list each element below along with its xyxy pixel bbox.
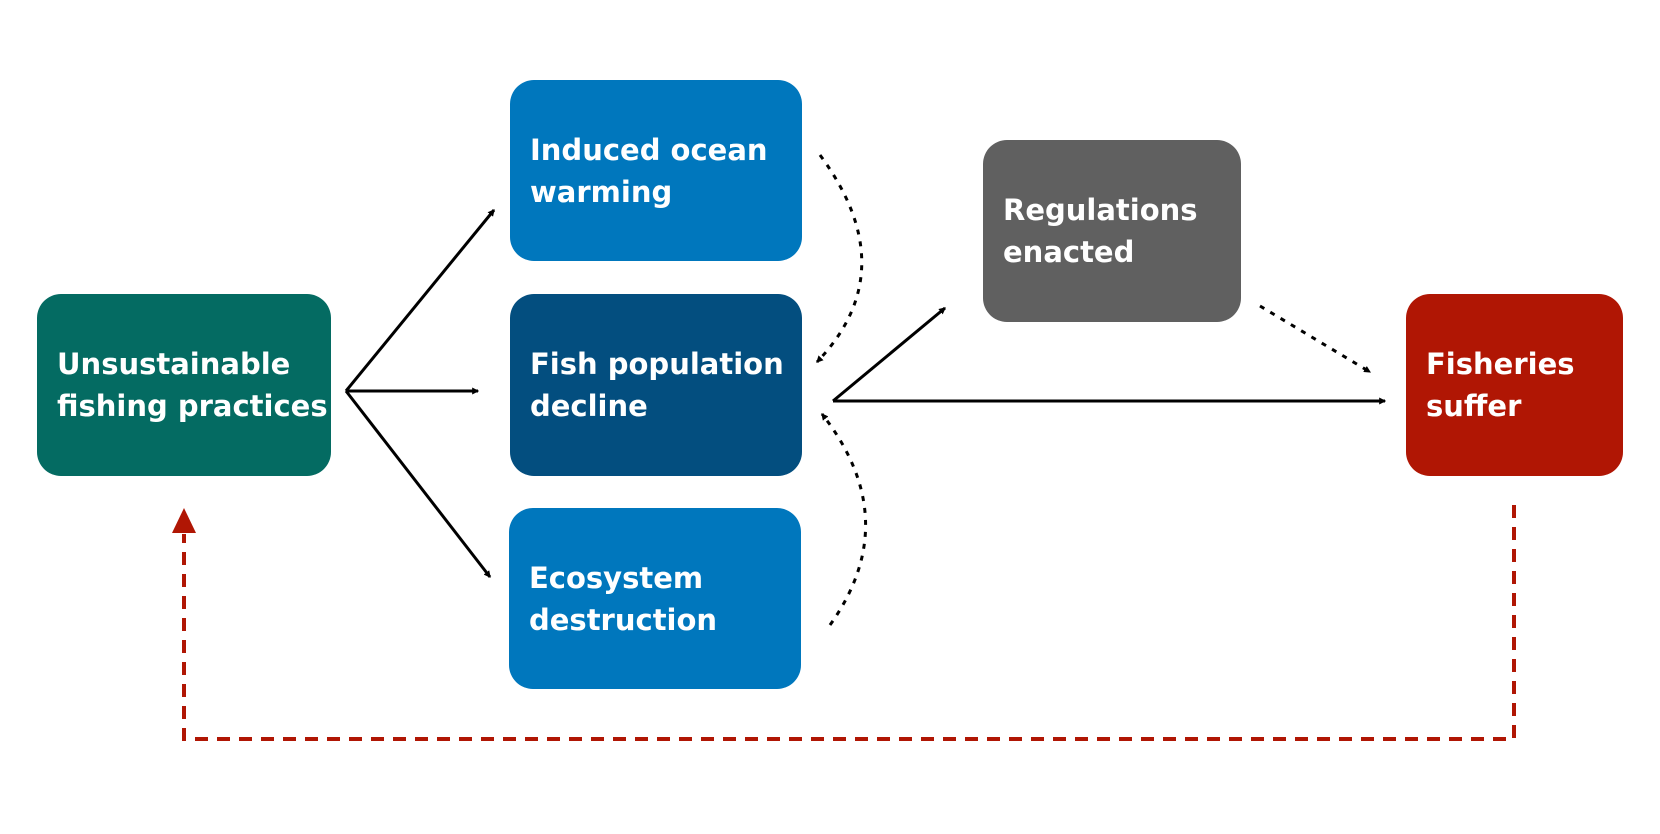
node-label: Regulations enacted (1003, 189, 1198, 273)
dotted-arrow-warming-to-decline (815, 154, 864, 364)
node-label-line: fishing practices (57, 389, 328, 423)
node-label-line: Ecosystem (529, 560, 704, 595)
node-label-line: Fisheries (1426, 347, 1575, 381)
node-label-line: Fish population (530, 347, 784, 381)
node-label-line: Induced ocean (530, 132, 768, 167)
node-label: Unsustainable fishing practices (57, 343, 328, 427)
node-label: Ecosystem destruction (529, 557, 717, 641)
arrow-practices-to-warming (344, 209, 496, 392)
node-label-line: decline (530, 389, 648, 423)
dotted-arrow-ecosystem-to-decline (820, 413, 867, 626)
arrow-decline-to-regulations (832, 306, 946, 403)
node-label: Fish population decline (530, 343, 784, 427)
feedback-arrowhead (172, 508, 196, 533)
node-label-line: warming (530, 174, 673, 209)
node-unsustainable-fishing-practices: Unsustainable fishing practices (37, 294, 331, 476)
arrow-practices-to-ecosystem (344, 390, 492, 578)
node-label-line: Unsustainable (57, 347, 291, 381)
node-label-line: Regulations (1003, 193, 1198, 227)
node-induced-ocean-warming: Induced ocean warming (510, 80, 802, 261)
feedback-loop-line (182, 505, 1516, 741)
node-label-line: suffer (1426, 389, 1522, 423)
node-regulations-enacted: Regulations enacted (983, 140, 1241, 322)
node-fisheries-suffer: Fisheries suffer (1406, 294, 1623, 476)
node-label: Induced ocean warming (530, 129, 768, 213)
node-label-line: enacted (1003, 235, 1135, 269)
node-label: Fisheries suffer (1426, 343, 1575, 427)
node-label-line: destruction (529, 602, 718, 637)
node-fish-population-decline: Fish population decline (510, 294, 802, 476)
node-ecosystem-destruction: Ecosystem destruction (509, 508, 801, 689)
dotted-arrow-regulations-to-fisheries (1259, 304, 1372, 374)
